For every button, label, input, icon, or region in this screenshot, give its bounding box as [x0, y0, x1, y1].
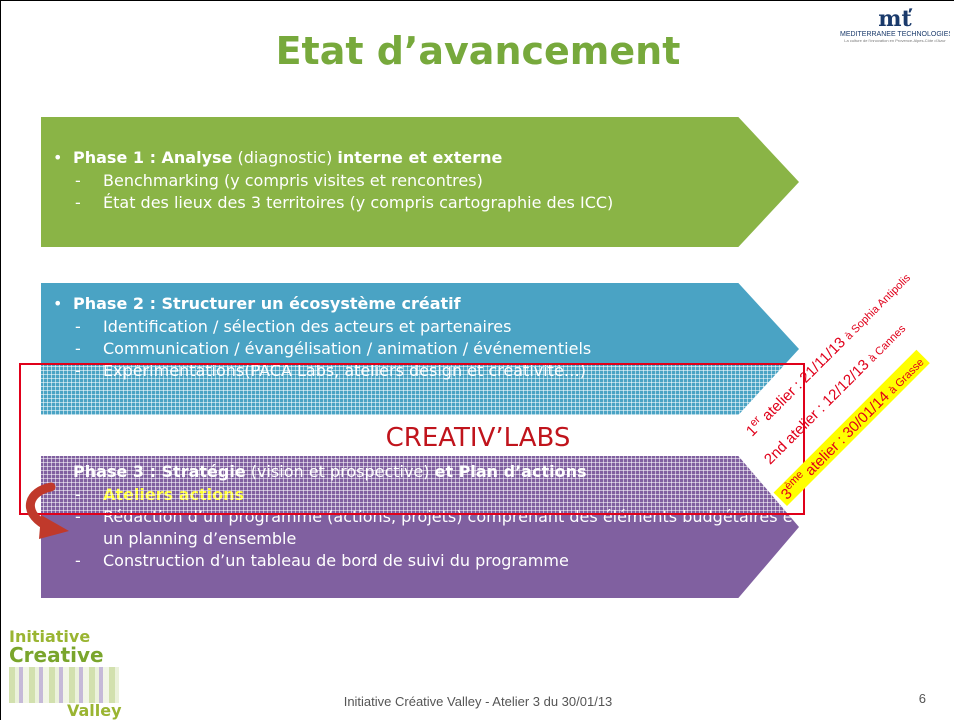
phase-1-list: - Benchmarking (y compris visites et renc… — [53, 170, 799, 214]
logo-mark: mť — [878, 6, 912, 32]
list-item-text: Construction d’un tableau de bord de sui… — [103, 551, 569, 570]
list-item-text: État des lieux des 3 territoires (y comp… — [103, 193, 614, 212]
phase-2-title: Phase 2 : Structurer un écosystème créat… — [73, 294, 461, 313]
slide-title: Etat d’avancement — [275, 29, 681, 73]
atelier-2-text: atelier : 12/12/13 — [778, 353, 876, 451]
list-item: - État des lieux des 3 territoires (y com… — [75, 192, 799, 214]
phase-1-title-mid: (diagnostic) — [232, 148, 338, 167]
phase-1-title: Phase 1 : Analyse — [73, 148, 233, 167]
dash-icon: - — [75, 317, 81, 336]
mediterranee-technologies-logo: mť MÉDITERRANÉE TECHNOLOGIES La culture … — [840, 7, 950, 43]
phase-1-title-end: interne et externe — [337, 148, 503, 167]
bullet-icon: • — [53, 294, 63, 313]
dash-icon: - — [75, 193, 81, 212]
list-item-text: Communication / évangélisation / animati… — [103, 339, 592, 358]
dash-icon: - — [75, 339, 81, 358]
logo-word-creative: Creative — [9, 643, 104, 667]
atelier-3-text: atelier : 30/01/14 — [798, 385, 896, 483]
list-item: - Communication / évangélisation / animat… — [75, 338, 799, 360]
ateliers-dates: 1er atelier : 21/11/13 à Sophia Antipoli… — [741, 272, 954, 506]
atelier-2-place: à Cannes — [866, 322, 909, 365]
footer-text: Initiative Créative Valley - Atelier 3 d… — [343, 694, 613, 709]
creativ-labs-frame — [19, 363, 805, 515]
phase-1-heading: • Phase 1 : Analyse (diagnostic) interne … — [53, 146, 799, 170]
initiative-creative-valley-logo: Initiative Creative Valley — [9, 627, 122, 720]
page-number: 6 — [918, 691, 926, 706]
atelier-3-place: à Grasse — [886, 356, 927, 397]
bullet-icon: • — [53, 148, 63, 167]
logo-name: MÉDITERRANÉE TECHNOLOGIES — [840, 31, 950, 38]
dash-icon: - — [75, 507, 81, 526]
creativ-labs-label: CREATIV’LABS — [385, 423, 571, 453]
logo-tagline: La culture de l’innovation en Provence-A… — [844, 38, 946, 43]
dash-icon: - — [75, 551, 81, 570]
list-item: - Construction d’un tableau de bord de su… — [75, 550, 799, 572]
logo-word-initiative: Initiative — [9, 627, 91, 646]
list-item-text: Benchmarking (y compris visites et renco… — [103, 171, 483, 190]
phase-1-arrow: • Phase 1 : Analyse (diagnostic) interne … — [41, 117, 799, 247]
list-item: - Identification / sélection des acteurs … — [75, 316, 799, 338]
atelier-1: 1er atelier : 21/11/13 à Sophia Antipoli… — [742, 268, 914, 440]
word-cloud-image — [9, 667, 119, 703]
curved-arrow-icon — [25, 482, 69, 539]
list-item: - Benchmarking (y compris visites et renc… — [75, 170, 799, 192]
logo-word-valley: Valley — [67, 701, 122, 720]
dash-icon: - — [75, 171, 81, 190]
phase-2-heading: • Phase 2 : Structurer un écosystème créa… — [53, 292, 799, 316]
list-item-text: Identification / sélection des acteurs e… — [103, 317, 512, 336]
